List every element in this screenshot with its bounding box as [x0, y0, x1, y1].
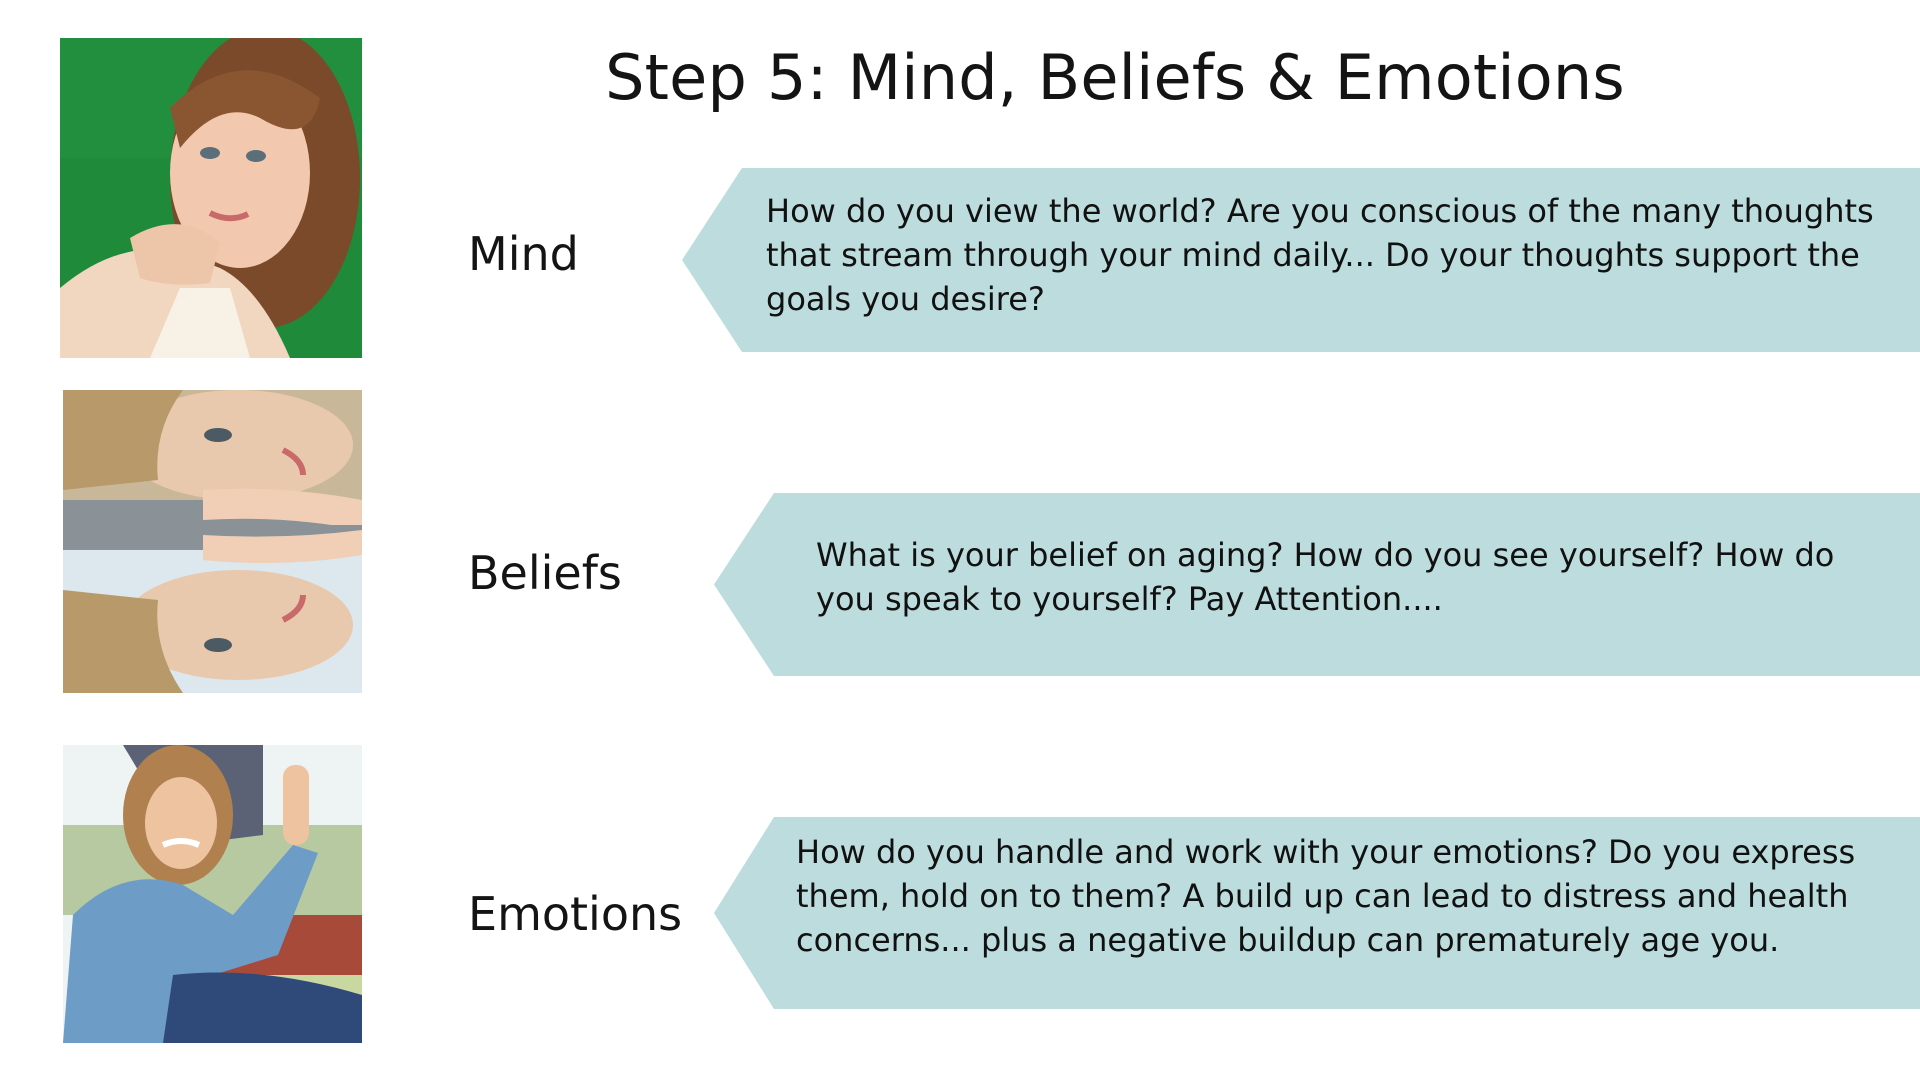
emotions-callout-text: How do you handle and work with your emo… — [796, 833, 1856, 959]
woman-thinking-photo-icon — [60, 38, 362, 358]
emotions-photo — [63, 745, 362, 1043]
row-label-emotions: Emotions — [468, 887, 683, 941]
row-label-mind: Mind — [468, 227, 579, 281]
row-label-beliefs: Beliefs — [468, 546, 622, 600]
beliefs-photo — [63, 390, 362, 693]
emotions-callout — [714, 817, 1920, 1009]
mind-callout-text: How do you view the world? Are you consc… — [766, 192, 1874, 318]
beliefs-callout-text: What is your belief on aging? How do you… — [816, 536, 1835, 618]
mind-photo — [60, 38, 362, 358]
beliefs-callout — [714, 493, 1920, 676]
slide-title: Step 5: Mind, Beliefs & Emotions — [605, 41, 1625, 114]
mind-callout — [682, 168, 1920, 352]
woman-mirror-reflection-photo-icon — [63, 390, 362, 693]
woman-frustrated-photo-icon — [63, 745, 362, 1043]
